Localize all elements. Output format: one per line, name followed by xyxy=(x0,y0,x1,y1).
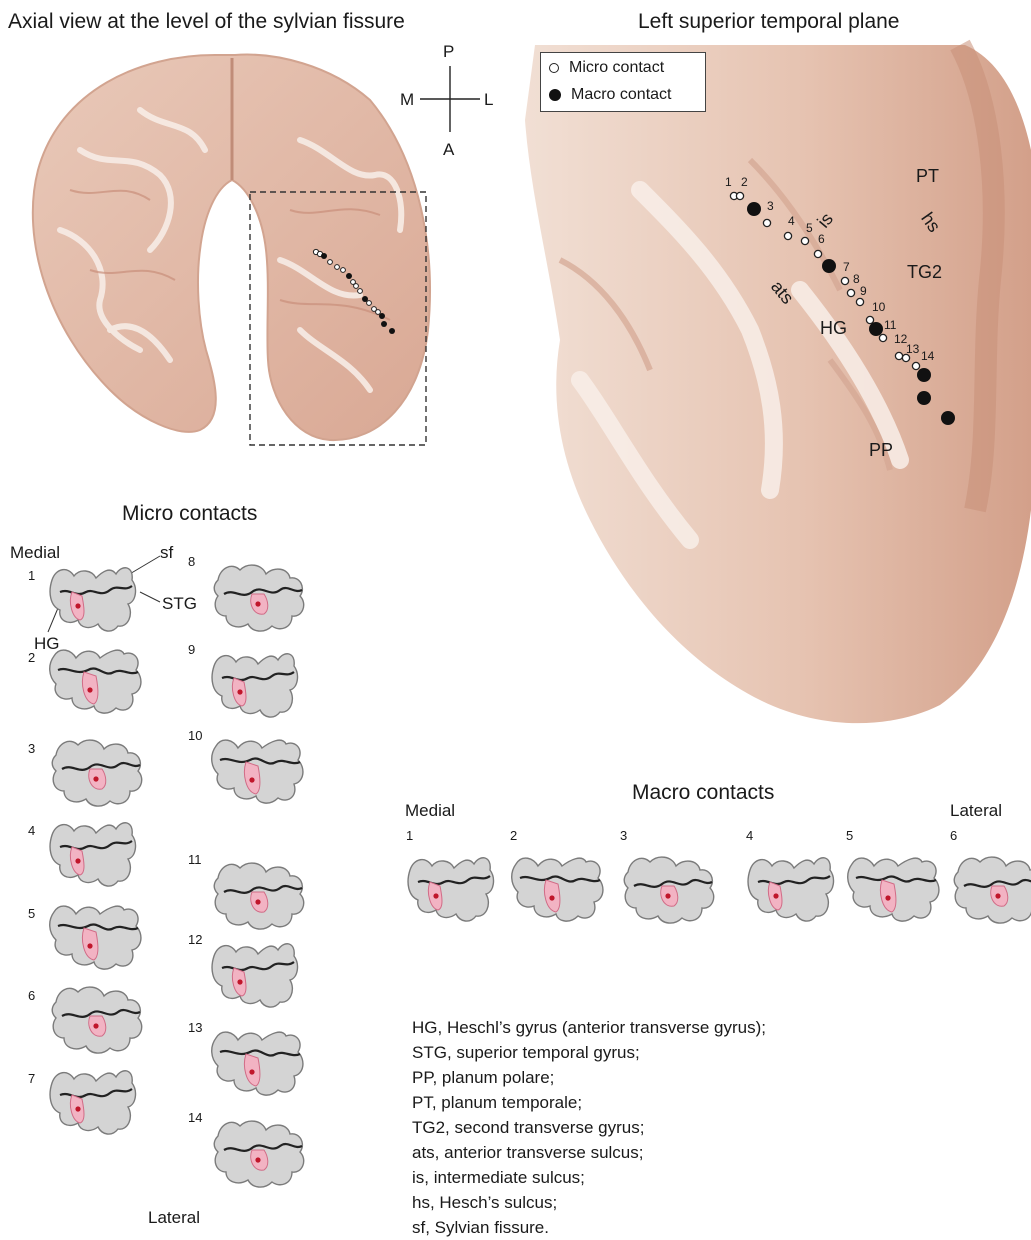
macro-section-5 xyxy=(848,858,939,921)
micro-section-13 xyxy=(212,1032,303,1095)
macro-section-6 xyxy=(954,857,1031,923)
micro-section-number: 7 xyxy=(28,1071,35,1086)
abbreviation-item: HG, Heschl’s gyrus (anterior transverse … xyxy=(412,1015,766,1040)
macro-section-number: 1 xyxy=(406,828,413,843)
abbreviation-item: is, intermediate sulcus; xyxy=(412,1165,766,1190)
micro-section-6 xyxy=(52,987,141,1053)
abbreviation-item: PP, planum polare; xyxy=(412,1065,766,1090)
abbreviation-list: HG, Heschl’s gyrus (anterior transverse … xyxy=(412,1015,766,1240)
macro-section-number: 3 xyxy=(620,828,627,843)
macro-section-3 xyxy=(624,857,713,923)
abbreviation-item: ats, anterior transverse sulcus; xyxy=(412,1140,766,1165)
macro-section-number: 2 xyxy=(510,828,517,843)
abbreviation-item: hs, Hesch’s sulcus; xyxy=(412,1190,766,1215)
abbreviation-item: sf, Sylvian fissure. xyxy=(412,1215,766,1240)
abbreviation-item: TG2, second transverse gyrus; xyxy=(412,1115,766,1140)
micro-section-number: 13 xyxy=(188,1020,202,1035)
macro-section-number: 6 xyxy=(950,828,957,843)
abbreviation-item: PT, planum temporale; xyxy=(412,1090,766,1115)
macro-section-4 xyxy=(748,858,833,921)
macro-section-2 xyxy=(512,858,603,921)
micro-section-7 xyxy=(50,1071,135,1134)
macro-section-1 xyxy=(408,858,493,921)
macro-section-number: 4 xyxy=(746,828,753,843)
abbreviation-item: STG, superior temporal gyrus; xyxy=(412,1040,766,1065)
micro-section-number: 6 xyxy=(28,988,35,1003)
macro-section-number: 5 xyxy=(846,828,853,843)
micro-section-number: 14 xyxy=(188,1110,202,1125)
micro-section-14 xyxy=(214,1121,303,1187)
macro-sections xyxy=(0,0,1031,960)
